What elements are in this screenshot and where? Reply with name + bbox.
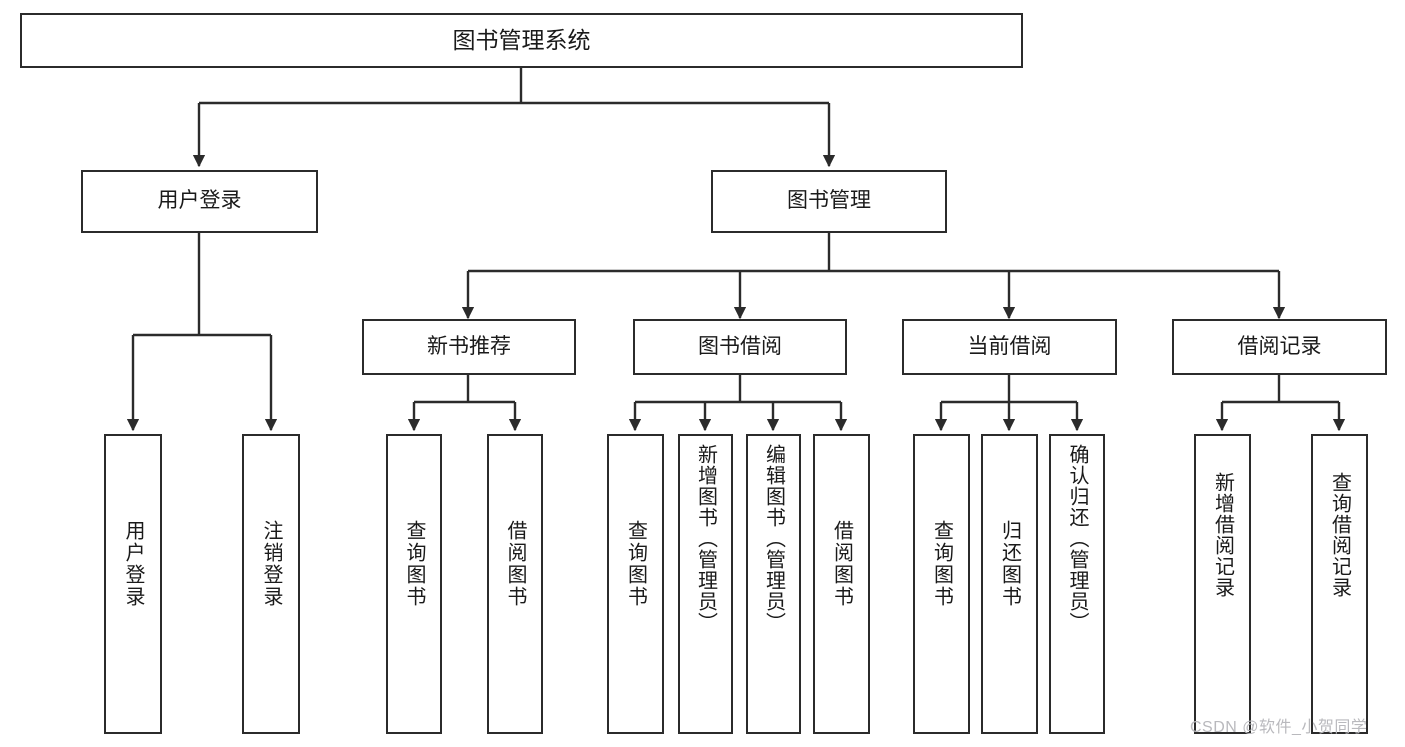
node-leaf-borrow-book-2-label: 借阅图书	[830, 520, 853, 608]
node-book-manage[interactable]: 图书管理	[711, 170, 947, 233]
node-leaf-user-login[interactable]: 用户登录	[104, 434, 162, 734]
node-leaf-borrow-book-1[interactable]: 借阅图书	[487, 434, 543, 734]
node-leaf-edit-book[interactable]: 编辑图书（管理员）	[746, 434, 801, 734]
node-leaf-query-record[interactable]: 查询借阅记录	[1311, 434, 1368, 734]
node-new-book-rec-label: 新书推荐	[427, 334, 511, 358]
node-leaf-return-book[interactable]: 归还图书	[981, 434, 1038, 734]
node-borrow-record-label: 借阅记录	[1237, 334, 1322, 358]
node-leaf-confirm-return-label: 确认归还（管理员）	[1066, 444, 1088, 633]
node-leaf-add-book[interactable]: 新增图书（管理员）	[678, 434, 733, 734]
node-book-manage-label: 图书管理	[787, 189, 871, 213]
node-current-borrow-label: 当前借阅	[967, 334, 1052, 358]
node-leaf-query-book-3-label: 查询图书	[930, 520, 953, 608]
node-leaf-edit-book-label: 编辑图书（管理员）	[762, 444, 785, 633]
node-leaf-query-book-2-label: 查询图书	[624, 520, 647, 608]
node-leaf-add-record-label: 新增借阅记录	[1211, 472, 1234, 598]
node-user-login[interactable]: 用户登录	[81, 170, 318, 233]
node-new-book-rec[interactable]: 新书推荐	[362, 319, 576, 375]
node-user-login-label: 用户登录	[157, 189, 242, 213]
node-book-borrow[interactable]: 图书借阅	[633, 319, 847, 375]
node-leaf-logout-label: 注销登录	[260, 520, 282, 608]
node-leaf-return-book-label: 归还图书	[998, 520, 1021, 608]
node-leaf-borrow-book-2[interactable]: 借阅图书	[813, 434, 870, 734]
node-leaf-confirm-return[interactable]: 确认归还（管理员）	[1049, 434, 1105, 734]
node-leaf-logout[interactable]: 注销登录	[242, 434, 300, 734]
node-leaf-query-book-3[interactable]: 查询图书	[913, 434, 970, 734]
node-leaf-add-book-label: 新增图书（管理员）	[694, 444, 717, 633]
node-leaf-query-book-2[interactable]: 查询图书	[607, 434, 664, 734]
node-book-borrow-label: 图书借阅	[698, 334, 782, 358]
csdn-watermark: CSDN @软件_小贺同学	[1190, 719, 1368, 736]
node-root-system[interactable]: 图书管理系统	[20, 13, 1023, 68]
node-leaf-add-record[interactable]: 新增借阅记录	[1194, 434, 1251, 734]
node-leaf-borrow-book-1-label: 借阅图书	[504, 520, 526, 608]
node-leaf-query-record-label: 查询借阅记录	[1328, 472, 1351, 598]
node-current-borrow[interactable]: 当前借阅	[902, 319, 1117, 375]
node-leaf-query-book-1-label: 查询图书	[403, 520, 425, 608]
node-leaf-query-book-1[interactable]: 查询图书	[386, 434, 442, 734]
node-borrow-record[interactable]: 借阅记录	[1172, 319, 1387, 375]
node-leaf-user-login-label: 用户登录	[122, 520, 144, 608]
node-root-system-label: 图书管理系统	[452, 27, 591, 54]
